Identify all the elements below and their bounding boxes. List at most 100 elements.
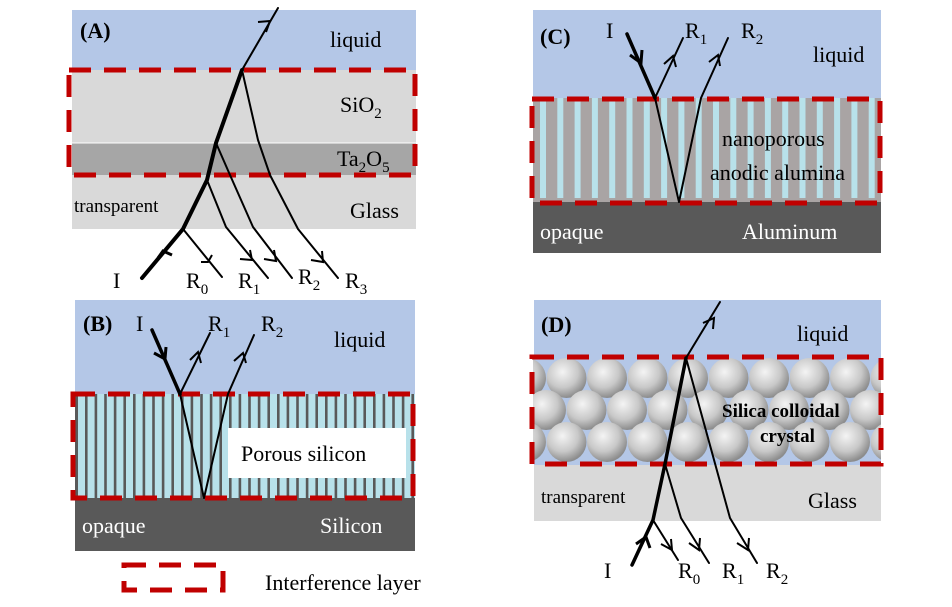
- pore: [106, 394, 114, 498]
- ray-r1: [206, 179, 269, 279]
- liquid-layer: [72, 10, 416, 70]
- pore: [540, 98, 546, 198]
- r0-label: R0: [186, 268, 208, 298]
- r1-label: R1: [722, 558, 744, 588]
- silica-sphere: [668, 422, 708, 462]
- colloidal-spheres: [533, 358, 881, 462]
- incident-label: I: [604, 558, 611, 583]
- porous-silicon-label-box: [228, 428, 406, 478]
- incident-ray: [150, 328, 182, 396]
- legend-label: Interference layer: [265, 570, 421, 595]
- pore: [868, 98, 875, 198]
- incident-label: I: [606, 18, 613, 43]
- panel-tag: (A): [80, 18, 111, 43]
- pore: [747, 98, 754, 198]
- silica-sphere: [668, 358, 708, 398]
- r2-label: R2: [298, 264, 320, 294]
- glass-layer: [72, 175, 416, 229]
- arrow-head: [153, 346, 168, 362]
- glass-label: Glass: [808, 488, 857, 513]
- liquid-layer: [75, 300, 415, 394]
- layer-label-line2: crystal: [760, 426, 815, 447]
- light-rays: [625, 32, 729, 203]
- transmitted-ray: [685, 301, 721, 359]
- pore: [661, 98, 668, 198]
- interference-layer-box: [529, 96, 883, 206]
- liquid-label: liquid: [330, 27, 381, 52]
- silica-sphere: [809, 390, 850, 430]
- silica-sphere: [627, 358, 668, 398]
- sio2-label: SiO2: [340, 92, 382, 122]
- r1-label: R1: [238, 268, 260, 298]
- interference-layer-swatch: [121, 562, 226, 593]
- opaque-label: opaque: [82, 513, 146, 538]
- panel-c: (C) liquid nanoporous anodic alumina opa…: [529, 10, 883, 253]
- ray-r1: [179, 332, 211, 395]
- panel-b: (B) liquid Porous silicon opaque Silicon…: [70, 300, 416, 551]
- interference-layer-box: [66, 67, 418, 178]
- ray-r0: [182, 228, 223, 278]
- silica-sphere: [789, 358, 830, 398]
- aluminum-substrate: [533, 202, 881, 253]
- pore: [626, 98, 633, 198]
- pore: [154, 394, 162, 498]
- pore: [574, 98, 581, 198]
- transparent-label: transparent: [541, 487, 626, 508]
- arrow-head: [702, 316, 716, 330]
- r2-label: R2: [261, 311, 283, 341]
- alumina-layer: [533, 98, 881, 202]
- pore: [799, 98, 806, 198]
- arrow-head: [708, 53, 721, 67]
- arrow-head: [660, 538, 674, 552]
- silica-sphere: [830, 358, 870, 398]
- silica-sphere: [627, 422, 668, 462]
- silica-sphere: [749, 422, 789, 462]
- r0-label: R0: [678, 558, 700, 588]
- pore: [591, 98, 598, 198]
- arrow-head: [310, 250, 325, 264]
- arrow-head: [263, 249, 278, 263]
- pore: [145, 394, 153, 498]
- pore: [713, 98, 719, 198]
- pore: [116, 394, 124, 498]
- liquid-label: liquid: [334, 327, 385, 352]
- pore: [678, 98, 685, 198]
- silica-sphere: [749, 358, 789, 398]
- silica-sphere: [870, 424, 881, 460]
- pore: [643, 98, 650, 198]
- transparent-label: transparent: [74, 196, 159, 217]
- silica-sphere: [546, 422, 587, 462]
- arrow-head: [239, 249, 254, 262]
- incident-ray: [630, 356, 688, 567]
- pore: [609, 98, 616, 198]
- r1-label: R1: [208, 311, 230, 341]
- ray-r3: [241, 69, 339, 279]
- refracted-ray: [654, 37, 729, 203]
- silica-sphere: [533, 390, 566, 430]
- porous-silicon-label: Porous silicon: [241, 441, 366, 466]
- pore: [782, 98, 789, 198]
- legend: Interference layer: [121, 562, 421, 595]
- arrow-head: [156, 249, 173, 259]
- ray-r0: [652, 519, 679, 561]
- pore: [183, 394, 191, 498]
- panel-a: (A) liquid SiO2 Ta2O5 transparent Glass …: [66, 7, 418, 298]
- arrow-head: [688, 537, 701, 552]
- pore: [834, 98, 841, 198]
- pore: [851, 98, 858, 198]
- interference-layer-box: [70, 391, 416, 501]
- silica-sphere: [533, 359, 546, 397]
- layer-label-line1: nanoporous: [722, 126, 825, 151]
- light-rays: [140, 7, 339, 280]
- arrow-head: [663, 54, 677, 68]
- pore: [404, 394, 412, 498]
- pore: [164, 394, 172, 498]
- ray-r1: [654, 37, 684, 99]
- silica-sphere: [830, 422, 870, 462]
- arrow-head: [201, 254, 213, 263]
- pore: [764, 98, 771, 198]
- arrow-head: [233, 351, 247, 364]
- silica-sphere: [769, 390, 809, 430]
- refracted-ray: [179, 334, 255, 499]
- transmitted-ray: [241, 7, 279, 71]
